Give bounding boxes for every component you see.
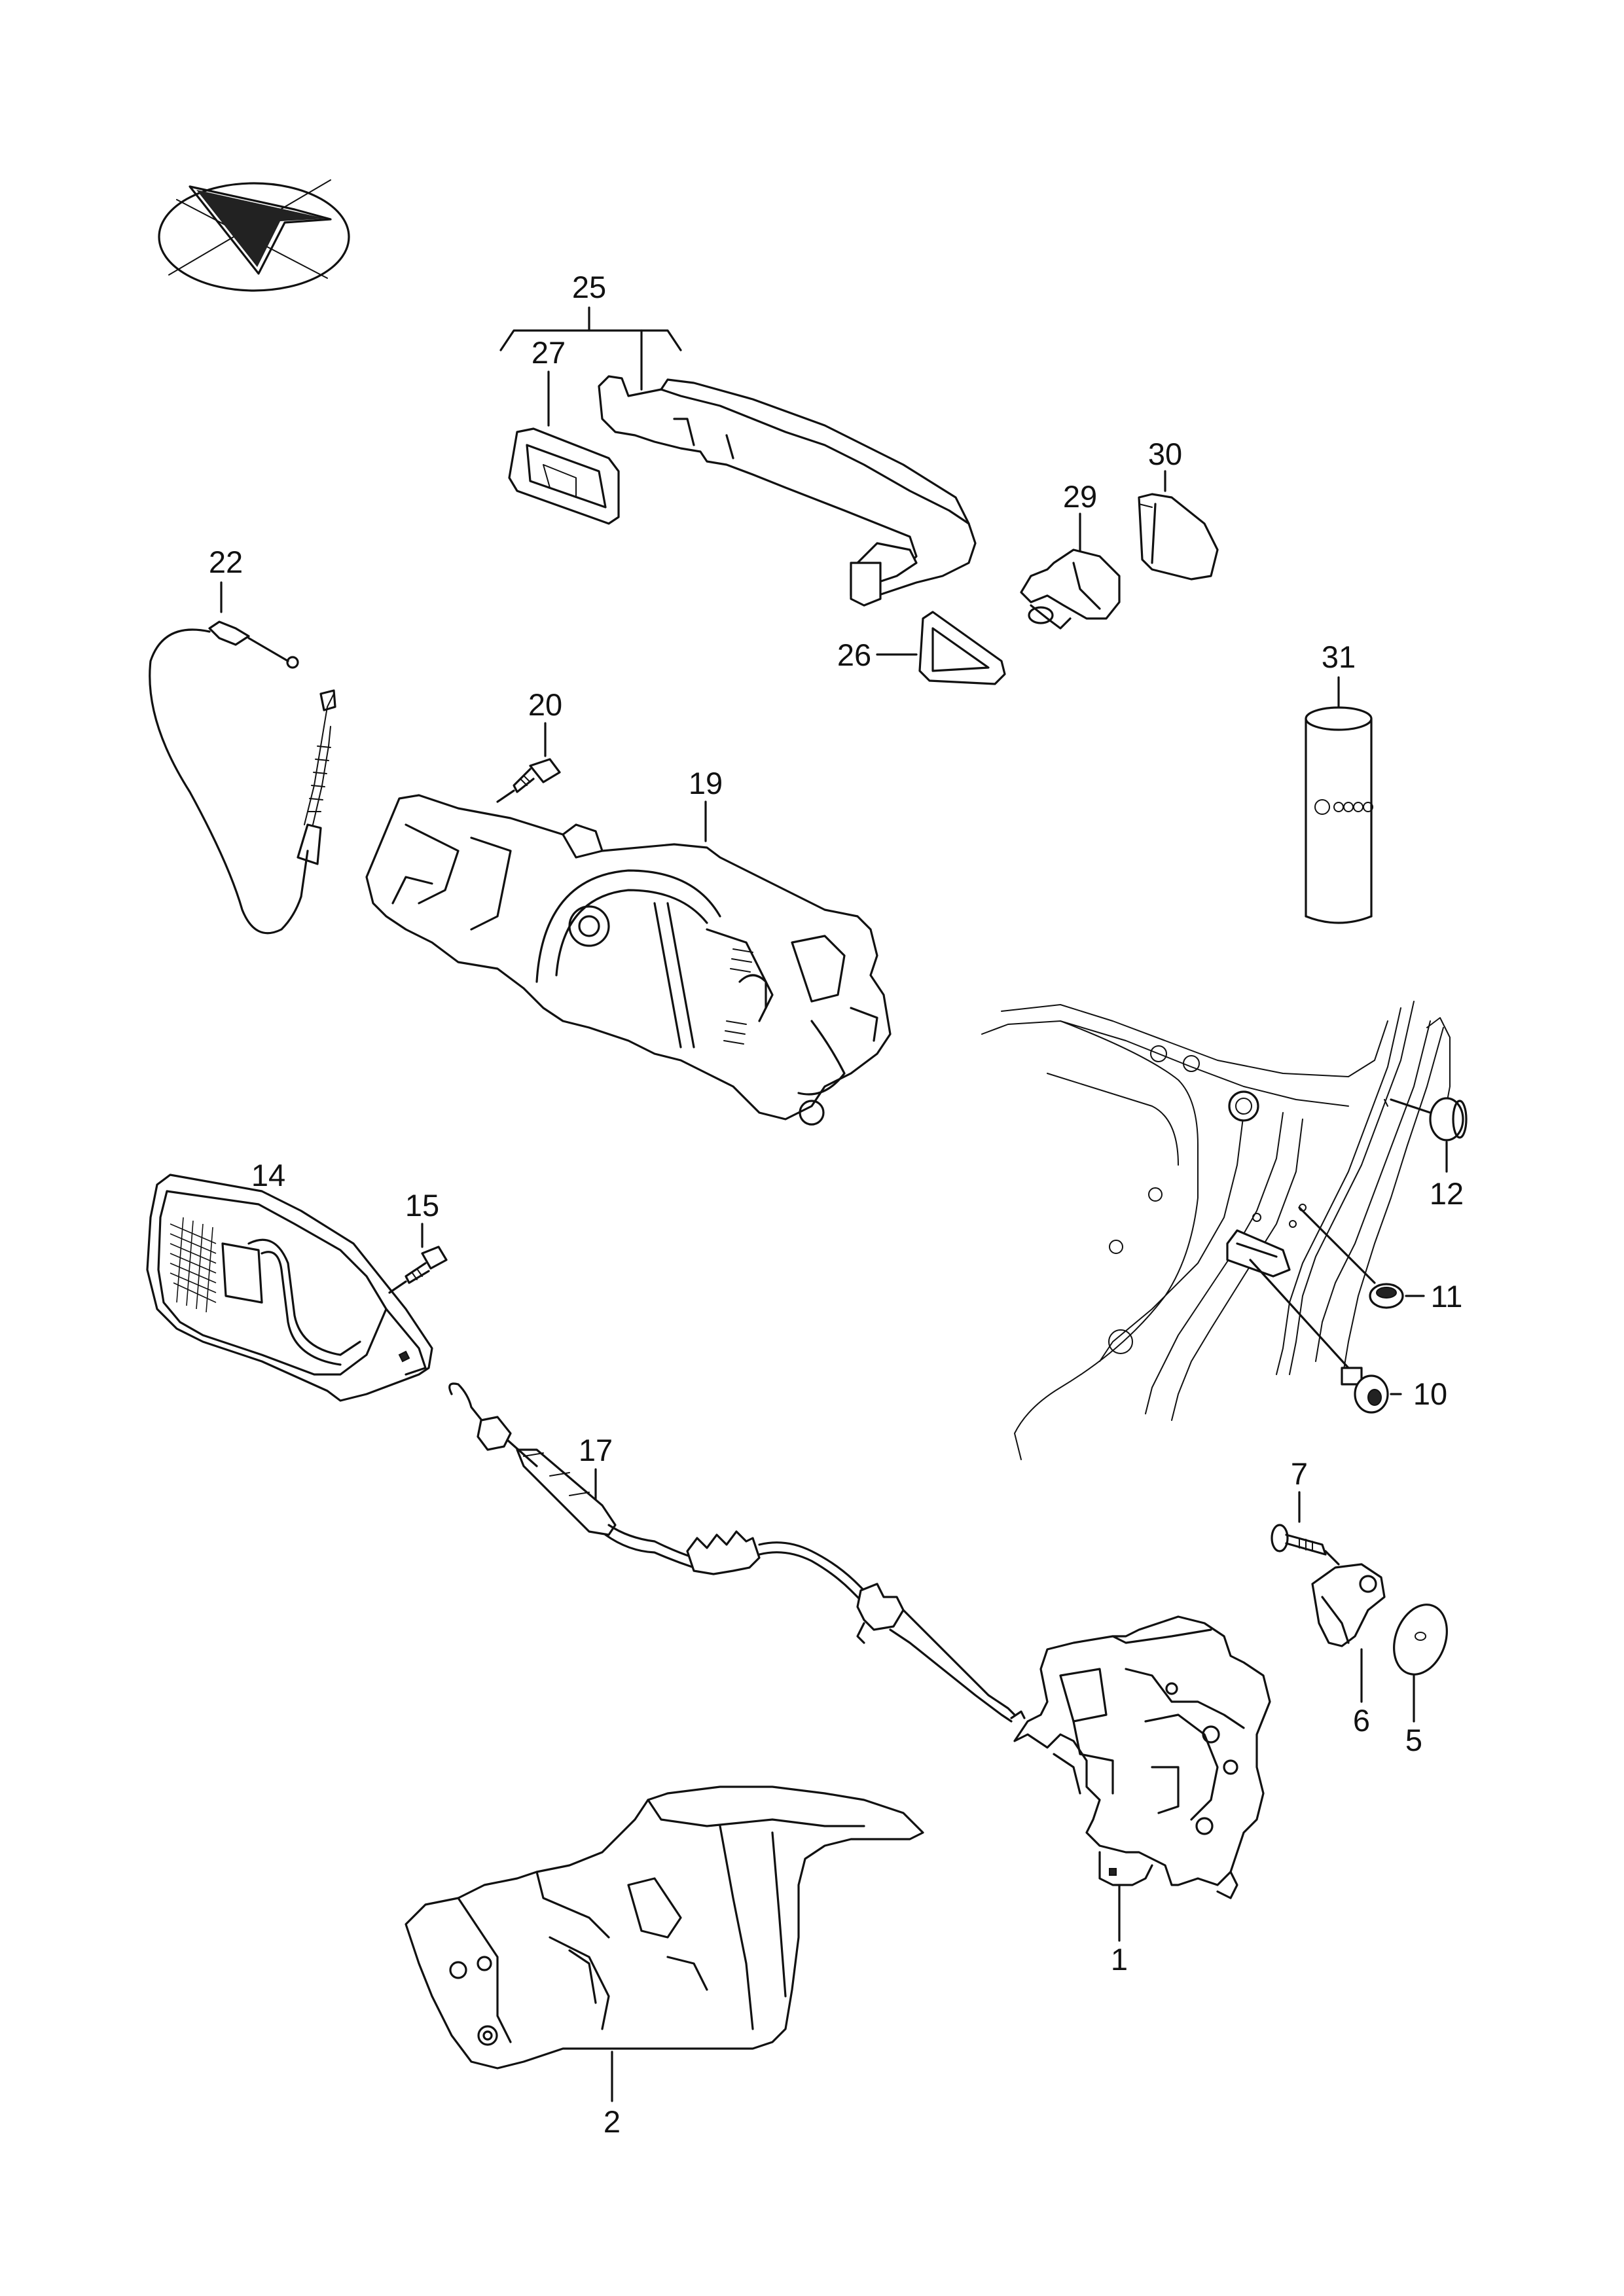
part-label-10: 10 [1413, 1376, 1447, 1411]
mounting-plate [1311, 1563, 1386, 1703]
screw-7 [1271, 1491, 1340, 1566]
part-label-30: 30 [1148, 437, 1182, 471]
part-label-6: 6 [1353, 1703, 1370, 1738]
part-label-27: 27 [532, 335, 566, 370]
part-label-12: 12 [1430, 1176, 1464, 1211]
striker-bolt [1249, 1259, 1402, 1414]
part-label-20: 20 [528, 687, 562, 722]
cap-gasket [876, 611, 1006, 685]
part-label-15: 15 [405, 1188, 439, 1223]
door-lock [1013, 1615, 1271, 1942]
part-label-5: 5 [1405, 1723, 1422, 1757]
part-label-19: 19 [689, 766, 723, 800]
spray-can [1305, 676, 1373, 924]
interior-handle [146, 1174, 433, 1402]
grommet-12 [1390, 1097, 1468, 1173]
handle-cap [1138, 470, 1219, 581]
brand-logos-icon [1314, 799, 1373, 815]
lock-cover [405, 1785, 924, 2102]
part-label-31: 31 [1322, 639, 1356, 674]
part-label-22: 22 [209, 545, 243, 579]
part-label-2: 2 [604, 2104, 621, 2139]
part-label-1: 1 [1111, 1942, 1128, 1977]
bowden-cable [448, 1382, 1026, 1723]
outer-door-handle-group [499, 306, 977, 607]
handle-carrier [365, 794, 892, 1126]
part-label-7: 7 [1291, 1456, 1308, 1491]
part-label-25: 25 [572, 270, 606, 304]
part-label-14: 14 [251, 1158, 285, 1193]
screw-15 [388, 1223, 448, 1294]
orientation-check-icon [158, 179, 350, 292]
screw-20 [496, 722, 561, 803]
part-label-11: 11 [1431, 1279, 1463, 1314]
door-panel-outline [981, 1001, 1451, 1460]
release-cable [149, 581, 336, 935]
part-label-17: 17 [579, 1433, 613, 1467]
part-label-26: 26 [837, 637, 871, 672]
grommet-11 [1298, 1206, 1425, 1309]
lock-insert [1020, 512, 1121, 630]
cover-cap [1393, 1604, 1448, 1723]
part-label-29: 29 [1063, 479, 1097, 514]
